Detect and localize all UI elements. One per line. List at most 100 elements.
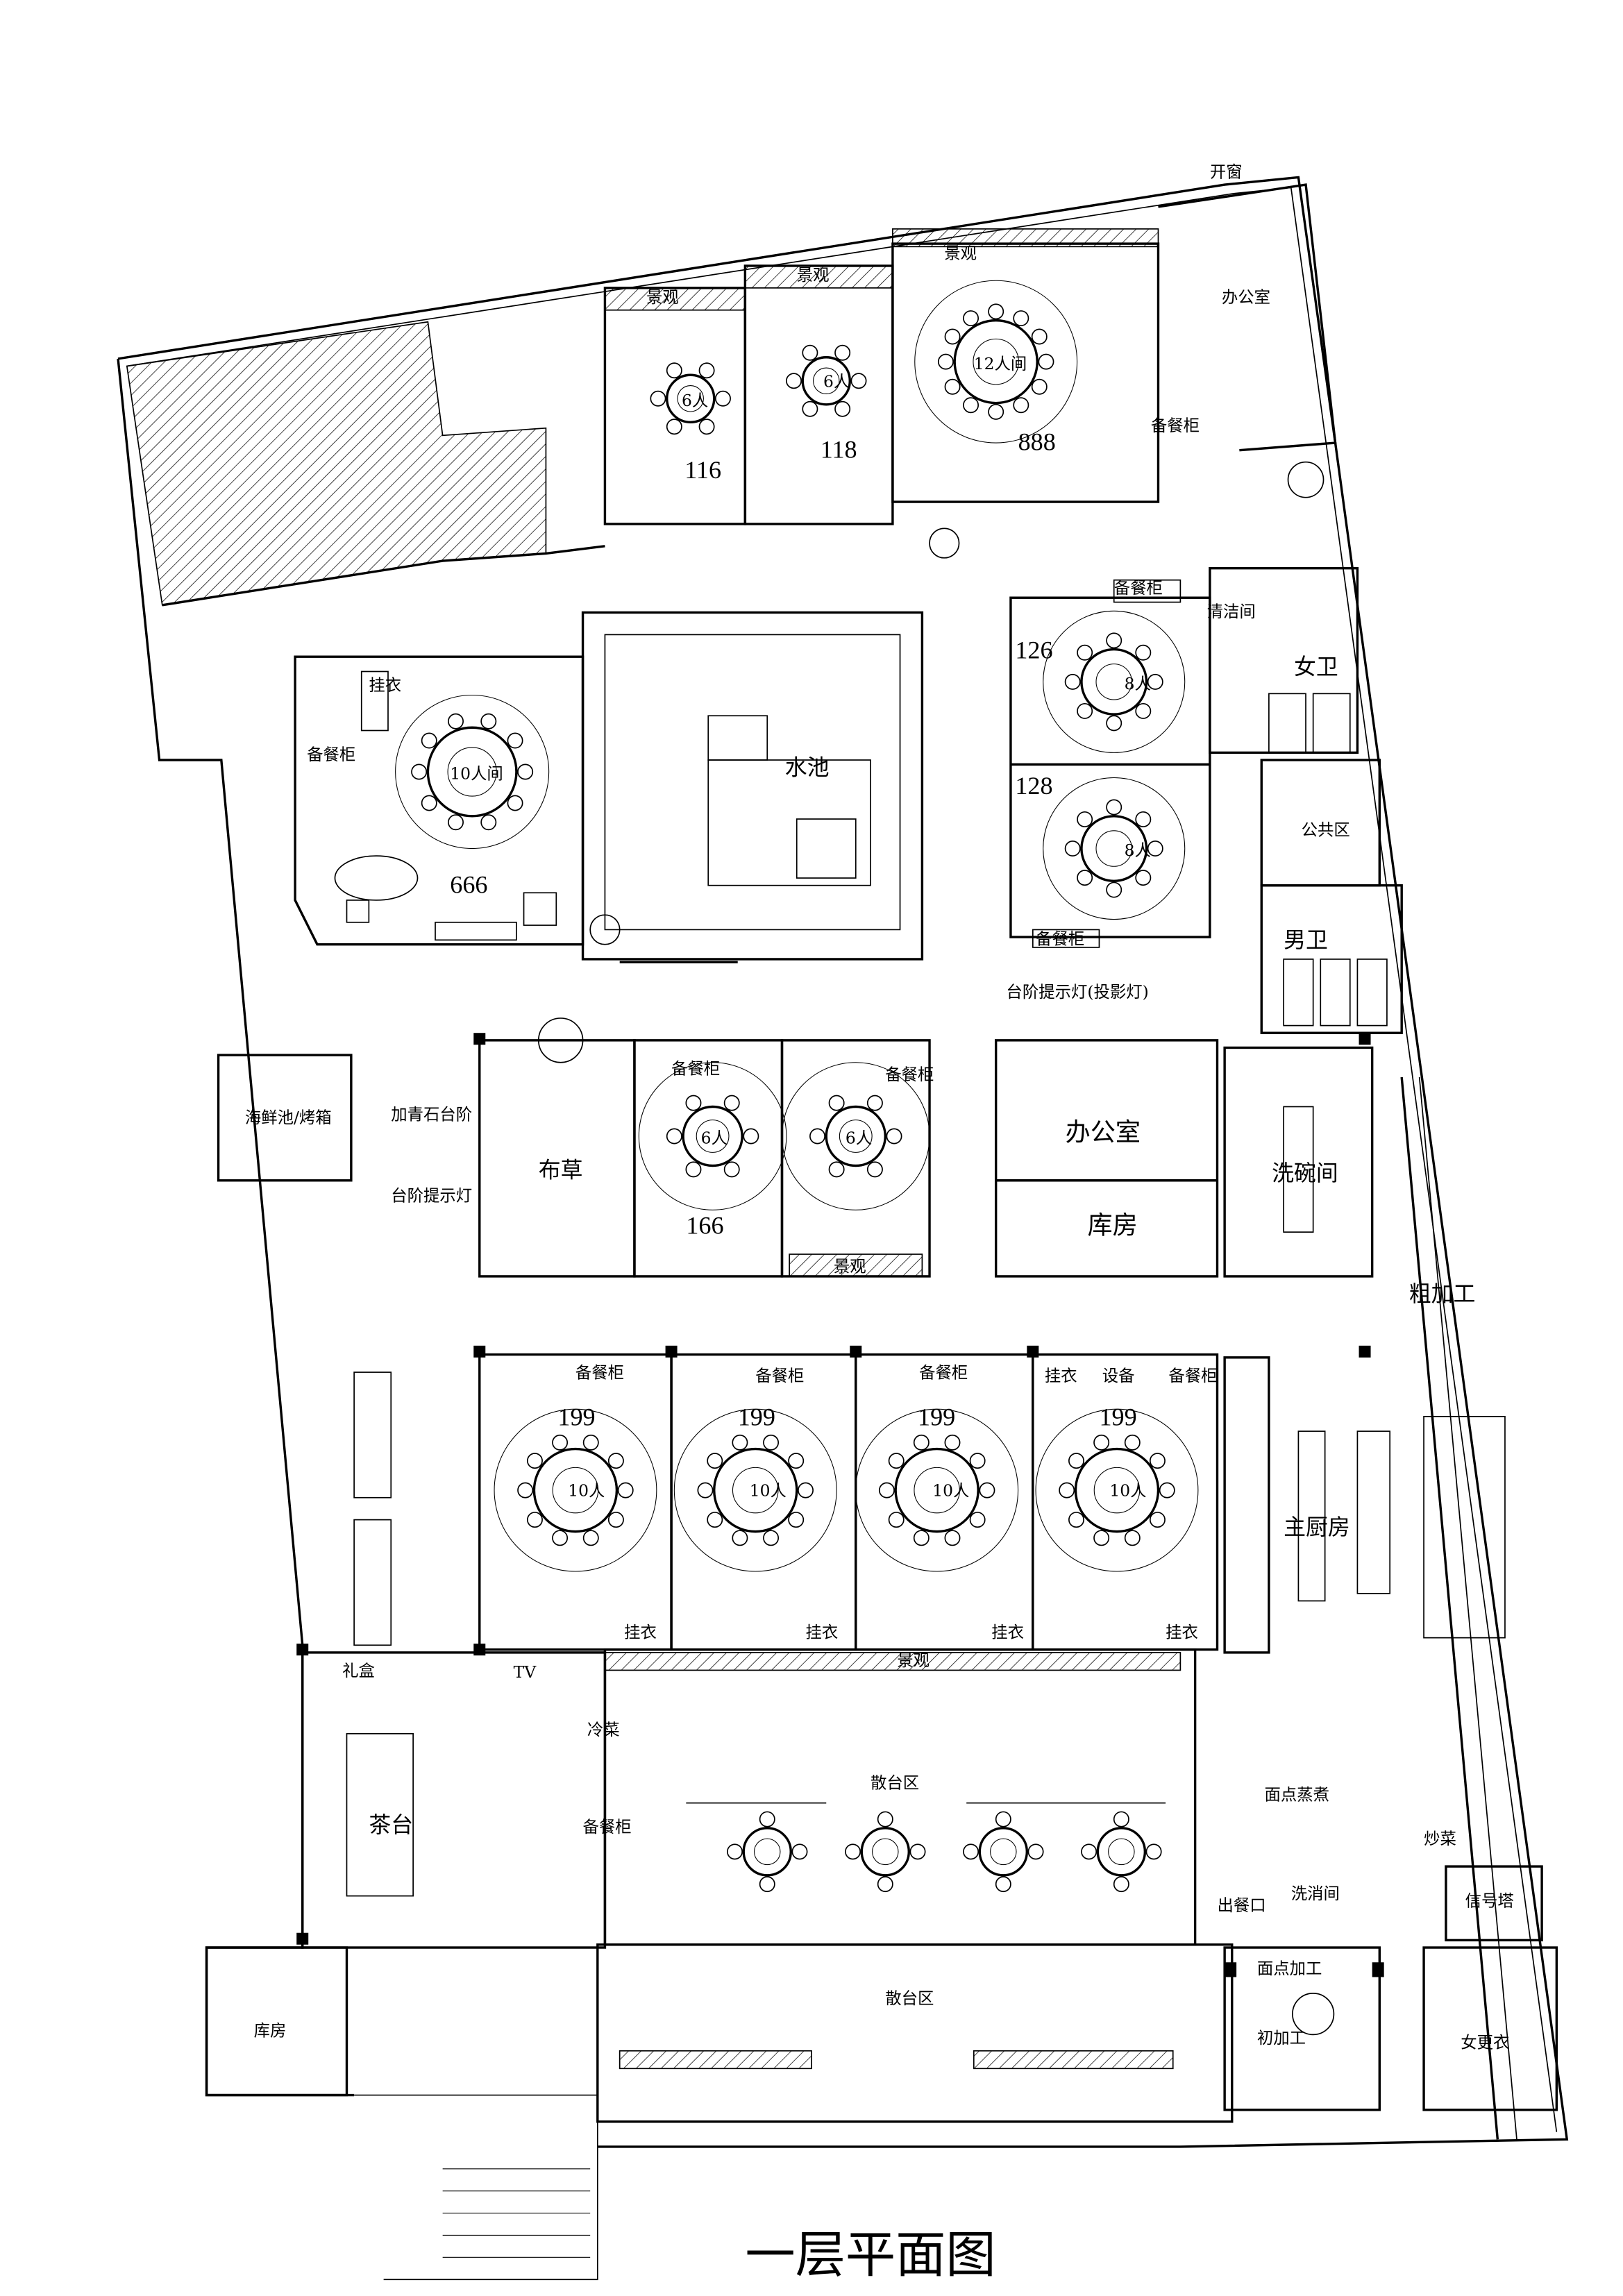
room-circle <box>395 694 550 850</box>
hall-area <box>205 1371 1558 2281</box>
chair <box>517 763 534 780</box>
label-linen: 布草 <box>539 1157 583 1183</box>
chair <box>909 1843 926 1860</box>
chair <box>1124 1434 1141 1451</box>
chair <box>759 1811 775 1827</box>
room-number-199: 199 <box>738 1403 775 1431</box>
chair <box>1135 870 1152 886</box>
label-female-wc: 女卫 <box>1294 654 1338 680</box>
chair <box>1013 397 1029 414</box>
chair <box>1106 632 1122 649</box>
table-label: 8人 <box>1125 674 1151 693</box>
table-label: 6人 <box>846 1129 872 1148</box>
chair <box>411 763 428 780</box>
label-sideboard: 备餐柜 <box>1036 929 1084 949</box>
label-step-light-projector: 台阶提示灯(投影灯) <box>1007 982 1149 1002</box>
room-number-126: 126 <box>1015 636 1052 664</box>
round-table <box>713 1447 798 1533</box>
chair <box>988 403 1004 420</box>
label-pond: 水池 <box>785 754 830 780</box>
room-number-199: 199 <box>918 1403 955 1431</box>
chair <box>1064 841 1081 857</box>
room-number-116: 116 <box>684 456 721 484</box>
dining-tables <box>395 280 1199 1893</box>
label-disinfect: 洗消间 <box>1291 1884 1340 1903</box>
lazy-susan <box>973 338 1019 385</box>
chair <box>809 1128 825 1145</box>
room-number-666: 666 <box>450 870 487 898</box>
chair <box>507 732 523 749</box>
chair <box>582 1434 599 1451</box>
label-office-top: 办公室 <box>1222 287 1270 307</box>
room-666-area <box>294 611 924 963</box>
chair <box>1159 1482 1175 1499</box>
chair <box>1124 1530 1141 1546</box>
chair <box>1077 702 1093 719</box>
label-sideboard: 备餐柜 <box>307 745 355 764</box>
chair <box>714 390 731 407</box>
chair <box>850 373 867 389</box>
lazy-susan <box>677 385 704 412</box>
label-sideboard: 备餐柜 <box>919 1363 968 1383</box>
chair <box>888 1512 905 1528</box>
chair <box>866 1095 883 1111</box>
lazy-susan <box>447 747 497 797</box>
chair <box>1113 1811 1129 1827</box>
label-primary-process: 初加工 <box>1257 2028 1306 2048</box>
label-equipment: 设备 <box>1102 1366 1135 1385</box>
chair <box>707 1512 723 1528</box>
chair <box>1149 1512 1166 1528</box>
chair <box>944 1434 961 1451</box>
chair <box>1031 328 1048 345</box>
lazy-susan <box>1093 1467 1141 1514</box>
chair <box>1013 310 1029 327</box>
room-type-888: 12人间 <box>974 354 1027 373</box>
room-number-166: 166 <box>686 1211 723 1239</box>
room-126-128-area <box>1009 566 1403 1034</box>
round-table <box>1080 815 1148 882</box>
chair <box>507 795 523 811</box>
label-coat: 挂衣 <box>991 1623 1024 1642</box>
label-signal-tower: 信号塔 <box>1465 1891 1514 1910</box>
chair <box>1135 811 1152 827</box>
label-sideboard: 备餐柜 <box>885 1065 934 1084</box>
chair <box>963 397 979 414</box>
label-step-light: 台阶提示灯 <box>391 1186 472 1206</box>
chair <box>421 795 437 811</box>
chair <box>685 1161 702 1178</box>
room-circle <box>1043 777 1186 920</box>
lazy-susan <box>813 367 840 394</box>
label-landscape: 景观 <box>897 1651 930 1670</box>
entrance-stairs <box>354 2094 598 2281</box>
chair <box>650 390 666 407</box>
label-bluestone-step: 加青石台阶 <box>391 1105 472 1124</box>
chair <box>723 1095 740 1111</box>
table-label: 6人 <box>823 371 850 391</box>
chair <box>877 1811 893 1827</box>
page-title: 一层平面图 <box>745 2227 995 2285</box>
room-number-199: 199 <box>557 1403 595 1431</box>
lazy-susan <box>872 1838 899 1866</box>
label-female-locker: 女更衣 <box>1461 2033 1509 2052</box>
chair <box>886 1128 902 1145</box>
label-coat: 挂衣 <box>1045 1366 1077 1385</box>
chair <box>802 344 818 361</box>
chair <box>526 1512 543 1528</box>
chair <box>888 1453 905 1469</box>
label-coat: 挂衣 <box>369 675 401 695</box>
room-circle <box>494 1408 657 1572</box>
label-dishwash: 洗碗间 <box>1272 1160 1338 1186</box>
chair <box>732 1530 748 1546</box>
label-sideboard: 备餐柜 <box>671 1059 720 1079</box>
chair <box>1077 644 1093 661</box>
room-circle <box>673 1408 837 1572</box>
chair <box>944 328 961 345</box>
chair <box>788 1512 805 1528</box>
label-landscape: 景观 <box>834 1257 866 1276</box>
chair <box>798 1482 814 1499</box>
label-storage: 库房 <box>1087 1210 1137 1240</box>
chair <box>480 814 497 831</box>
label-serving: 出餐口 <box>1218 1896 1266 1915</box>
chair <box>1106 799 1122 816</box>
